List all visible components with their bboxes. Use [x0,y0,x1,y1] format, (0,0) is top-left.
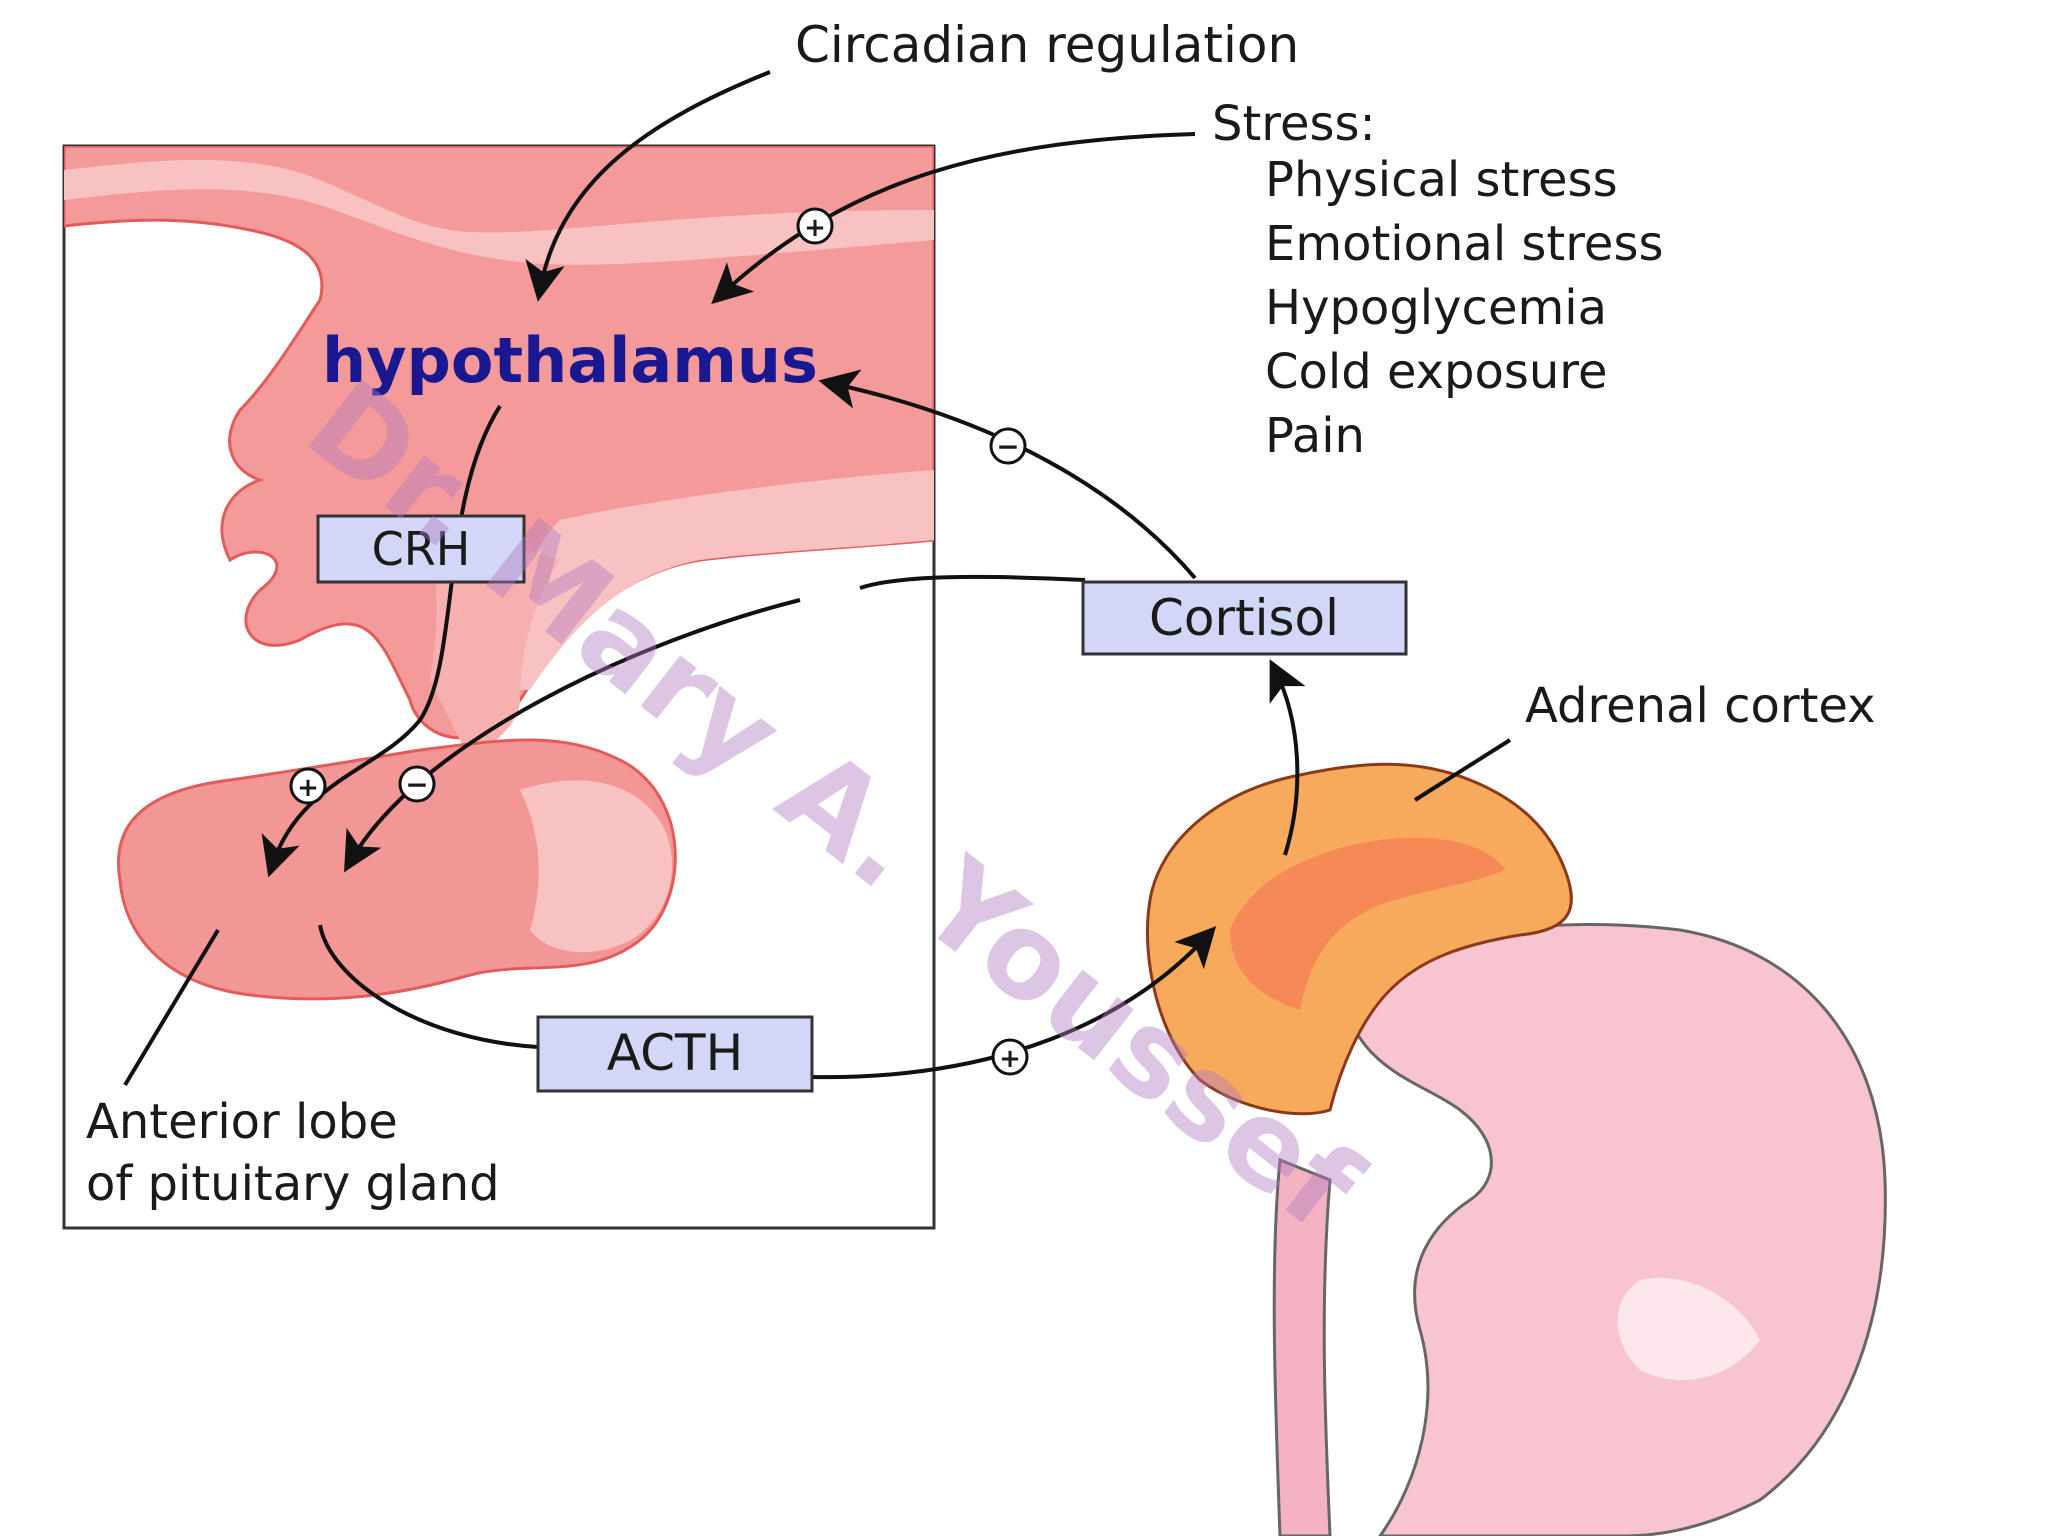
cortisol-label: Cortisol [1149,589,1339,647]
brain-inset [62,144,936,1230]
posterior-lobe-light [520,780,673,953]
connectors [123,70,1512,1087]
stress-item-cold: Cold exposure [1265,344,1608,400]
stress-title: Stress: [1212,96,1376,152]
sign-markers: + − + − + [289,207,1029,1076]
circadian-arrow [525,70,771,302]
cortisol-feedback-pituitary [350,574,1086,862]
hypothalamus-light-band [64,160,934,265]
adrenal-medulla [1230,837,1505,1010]
kidney-highlight [1617,1278,1760,1380]
stress-item-pain: Pain [1265,408,1365,464]
acth-plus-sign: + [999,1044,1021,1074]
adrenal-cortex-label: Adrenal cortex [1525,678,1876,734]
anterior-lobe-label-line1: Anterior lobe [86,1094,398,1150]
stress-arrow [711,132,1196,305]
crh-label: CRH [372,522,471,576]
kidney [1338,922,1887,1536]
kidney-group [1146,762,1887,1536]
stress-item-physical: Physical stress [1265,152,1618,208]
stress-plus-sign: + [804,213,826,243]
cortisol-feedback-hypothalamus [818,369,1197,580]
acth-box: ACTH [536,1015,814,1093]
stress-item-emotional: Emotional stress [1265,216,1663,272]
crh-box: CRH [316,514,526,584]
cortisol-box: Cortisol [1081,580,1408,656]
hypothalamus-label: hypothalamus [322,324,818,397]
cortisol-minus-sign-pituitary: − [405,768,428,801]
acth-to-adrenal-arrow [811,926,1217,1080]
acth-label: ACTH [607,1024,743,1082]
cortisol-minus-sign-hypothalamus: − [996,430,1019,463]
adrenal-to-cortisol-arrow [1269,659,1306,856]
anterior-lobe-label-line2: of pituitary gland [86,1156,500,1212]
stress-item-hypoglycemia: Hypoglycemia [1265,280,1607,336]
anterior-lobe-pointer [123,928,220,1087]
tissue-light-lower-band [500,470,934,690]
ureter [1272,1157,1332,1536]
crh-plus-sign: + [297,773,319,803]
adrenal-cortex-pointer [1413,738,1512,802]
pituitary-to-acth [318,924,539,1049]
circadian-label: Circadian regulation [795,16,1299,74]
